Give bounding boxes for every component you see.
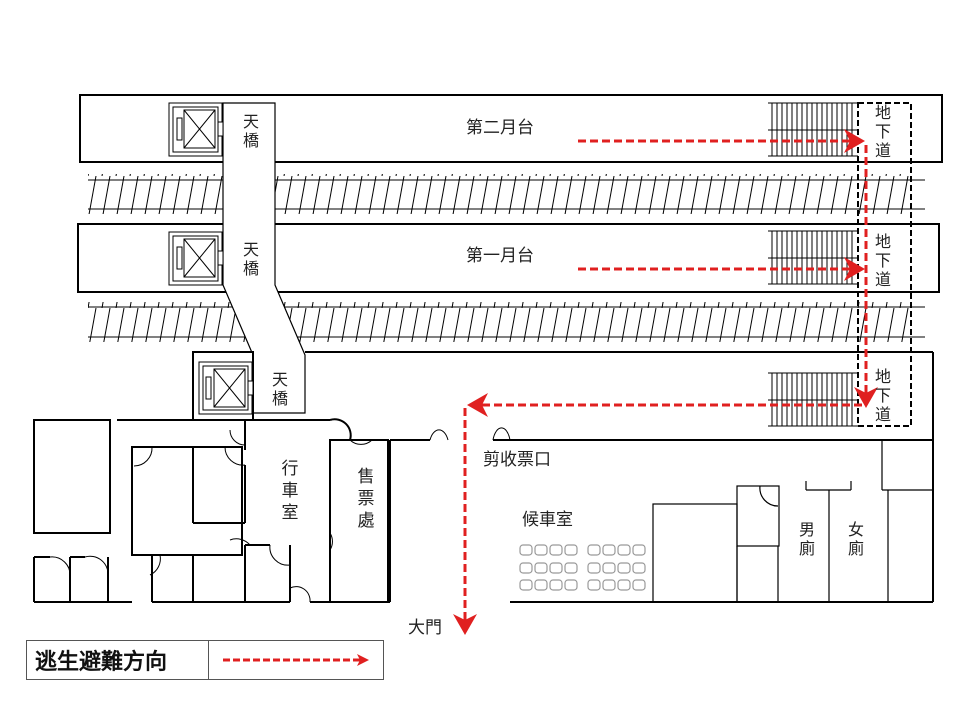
underpass-label: 地下道: [874, 232, 891, 289]
underpass-label: 地下道: [874, 367, 891, 424]
legend-label: 逃生避難方向: [27, 641, 209, 679]
elevator-icon: [168, 231, 224, 286]
dispatch-room-label: 行車室: [281, 459, 299, 523]
legend: 逃生避難方向: [26, 640, 384, 680]
main-entrance-label: 大門: [408, 618, 442, 638]
elevator-icon: [168, 102, 224, 157]
ticket-gate-label: 剪收票口: [483, 450, 551, 470]
overpass-label: 天橋: [242, 240, 259, 278]
platform-1-label: 第一月台: [466, 246, 534, 266]
underpass-label: 地下道: [874, 103, 891, 160]
ticket-office-label: 售票處: [357, 467, 375, 531]
overpass: [222, 102, 306, 414]
platform-2-label: 第二月台: [466, 118, 534, 138]
office-walls: [33, 418, 391, 603]
evacuation-route: [453, 129, 878, 635]
waiting-room-label: 候車室: [522, 510, 573, 530]
overpass-label: 天橋: [242, 112, 259, 150]
womens-restroom-label: 女廁: [847, 520, 864, 558]
waiting-chairs: [519, 544, 646, 591]
mens-restroom-label: 男廁: [798, 520, 815, 558]
overpass-label: 天橋: [271, 370, 288, 408]
track-lower: [88, 302, 925, 342]
track-upper: [88, 174, 925, 214]
restroom-walls: [652, 440, 933, 603]
stairs-treads: [771, 103, 853, 426]
door-swings: [49, 427, 511, 603]
evacuation-arrow-icon: [209, 641, 383, 679]
stairs: [768, 102, 858, 427]
elevator-icon: [192, 351, 254, 421]
